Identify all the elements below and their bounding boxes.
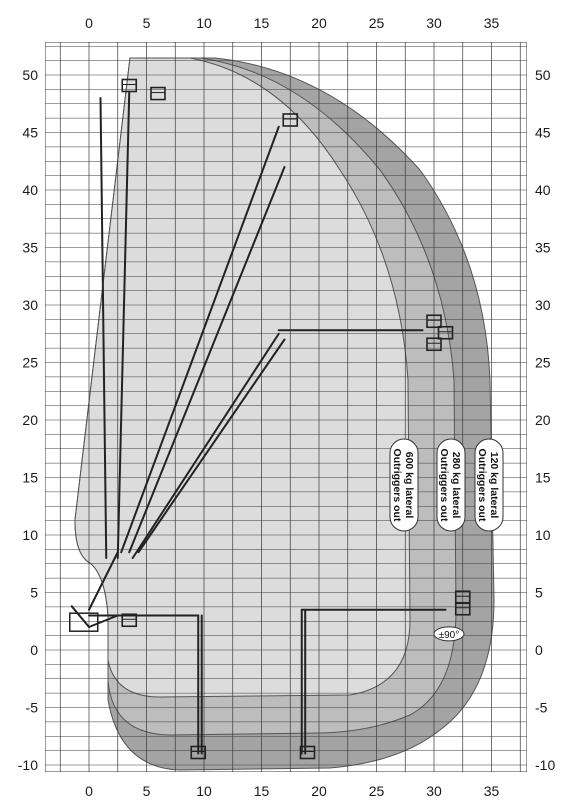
- x-tick-label-bottom: 20: [311, 783, 327, 799]
- y-tick-label-right: 5: [535, 585, 543, 601]
- zone-label-line1: 600 kg lateral: [403, 452, 415, 519]
- platform-basket: [190, 745, 207, 760]
- y-tick-label-right: 40: [535, 182, 551, 198]
- y-tick-label-right: -10: [535, 757, 555, 773]
- y-tick-label-right: 0: [535, 642, 543, 658]
- x-tick-label-top: 0: [85, 15, 93, 31]
- boom-segment: [88, 614, 119, 628]
- y-tick-label-left: -5: [26, 700, 39, 716]
- y-tick-label-right: 25: [535, 355, 551, 371]
- x-tick-label-bottom: 10: [196, 783, 212, 799]
- zone-label-line2: Outriggers out: [438, 449, 450, 522]
- boom-segment: [128, 166, 286, 554]
- zone-label-pill: [436, 438, 466, 532]
- zone-600-envelope: [74, 57, 411, 698]
- y-tick-label-left: 5: [30, 585, 38, 601]
- y-tick-label-left: 40: [22, 182, 38, 198]
- y-tick-label-right: 20: [535, 412, 551, 428]
- rotation-badge-text: ±90°: [439, 630, 460, 641]
- x-tick-label-top: 10: [196, 15, 212, 31]
- y-tick-label-left: 0: [30, 642, 38, 658]
- zone-label-line2: Outriggers out: [476, 449, 488, 522]
- y-tick-label-left: 30: [22, 297, 38, 313]
- x-tick-label-bottom: 5: [143, 783, 151, 799]
- y-tick-label-right: 30: [535, 297, 551, 313]
- platform-basket: [282, 113, 299, 127]
- y-tick-label-left: 50: [22, 67, 38, 83]
- rotation-badge: [433, 626, 465, 642]
- x-tick-label-top: 5: [143, 15, 151, 31]
- chassis: [69, 612, 99, 632]
- boom-segment: [88, 551, 119, 611]
- y-tick-label-right: 10: [535, 527, 551, 543]
- x-tick-label-top: 35: [484, 15, 500, 31]
- platform-basket: [121, 613, 138, 628]
- x-tick-label-bottom: 35: [484, 783, 500, 799]
- y-tick-label-right: -5: [535, 700, 548, 716]
- boom-segment: [116, 91, 131, 559]
- y-tick-label-right: 50: [535, 67, 551, 83]
- x-tick-label-top: 30: [426, 15, 442, 31]
- platform-basket: [299, 745, 316, 760]
- x-tick-label-top: 25: [369, 15, 385, 31]
- boom-segment: [131, 332, 280, 559]
- platform-basket: [121, 78, 138, 93]
- y-tick-label-right: 15: [535, 470, 551, 486]
- y-tick-label-left: 45: [22, 125, 38, 141]
- boom-segment: [99, 97, 108, 559]
- x-tick-label-bottom: 30: [426, 783, 442, 799]
- boom-positions: [69, 78, 471, 760]
- zone-label-pill: [389, 438, 419, 532]
- zone-label-line1: 120 kg lateral: [488, 452, 500, 519]
- boom-segment: [137, 338, 286, 554]
- zone-label-line2: Outriggers out: [391, 449, 403, 522]
- platform-basket: [426, 314, 442, 329]
- platform-basket: [454, 601, 471, 616]
- y-tick-label-left: 20: [22, 412, 38, 428]
- x-tick-label-bottom: 15: [254, 783, 270, 799]
- y-tick-label-left: -10: [18, 757, 38, 773]
- platform-basket: [437, 325, 454, 340]
- y-tick-label-right: 35: [535, 240, 551, 256]
- x-tick-label-bottom: 25: [369, 783, 385, 799]
- y-tick-label-right: 45: [535, 125, 551, 141]
- zone-label-pill: [474, 438, 504, 532]
- platform-basket: [150, 86, 166, 101]
- y-tick-label-left: 10: [22, 527, 38, 543]
- boom-segment: [70, 605, 90, 628]
- boom-segment: [120, 125, 280, 554]
- y-tick-label-left: 25: [22, 355, 38, 371]
- y-tick-label-left: 15: [22, 470, 38, 486]
- platform-basket: [426, 337, 442, 352]
- x-tick-label-bottom: 0: [85, 783, 93, 799]
- x-tick-label-top: 20: [311, 15, 327, 31]
- x-tick-label-top: 15: [254, 15, 270, 31]
- y-tick-label-left: 35: [22, 240, 38, 256]
- zone-label-line1: 280 kg lateral: [450, 452, 462, 519]
